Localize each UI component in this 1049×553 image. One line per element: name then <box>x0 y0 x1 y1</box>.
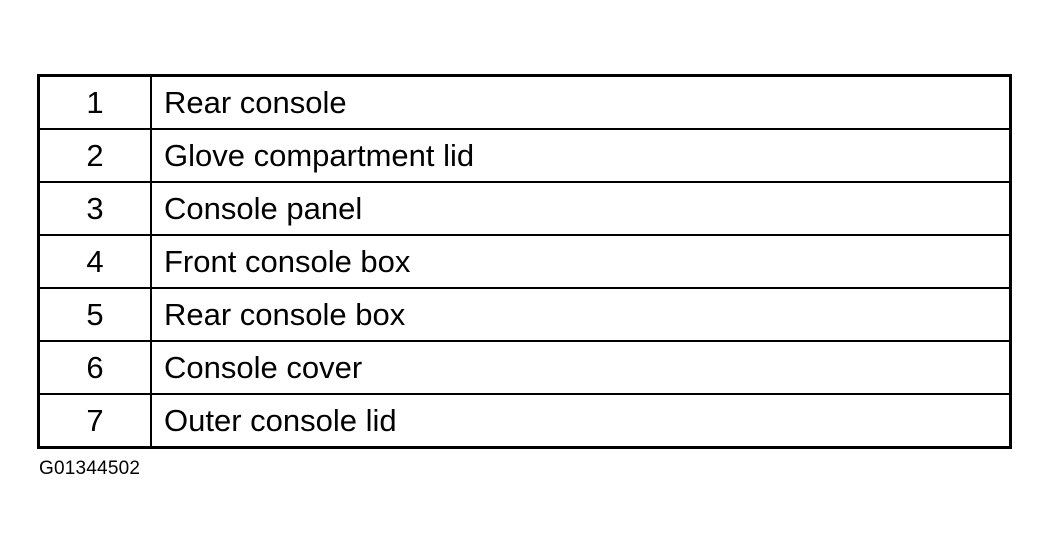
item-description: Front console box <box>150 234 1012 289</box>
item-number: 1 <box>37 74 152 130</box>
item-description: Console cover <box>150 340 1012 395</box>
table-row: 6 Console cover <box>37 340 1012 395</box>
item-description: Outer console lid <box>150 393 1012 449</box>
item-number: 4 <box>37 234 152 289</box>
item-description: Console panel <box>150 181 1012 236</box>
table-row: 2 Glove compartment lid <box>37 128 1012 183</box>
table-row: 3 Console panel <box>37 181 1012 236</box>
table-row: 1 Rear console <box>37 74 1012 130</box>
item-number: 3 <box>37 181 152 236</box>
figure-id: G01344502 <box>39 458 141 479</box>
component-legend-table: 1 Rear console 2 Glove compartment lid 3… <box>37 74 1012 449</box>
item-description: Rear console <box>150 74 1012 130</box>
item-number: 6 <box>37 340 152 395</box>
table-row: 4 Front console box <box>37 234 1012 289</box>
item-description: Glove compartment lid <box>150 128 1012 183</box>
item-number: 2 <box>37 128 152 183</box>
item-number: 7 <box>37 393 152 449</box>
table-row: 5 Rear console box <box>37 287 1012 342</box>
item-description: Rear console box <box>150 287 1012 342</box>
item-number: 5 <box>37 287 152 342</box>
table-row: 7 Outer console lid <box>37 393 1012 449</box>
